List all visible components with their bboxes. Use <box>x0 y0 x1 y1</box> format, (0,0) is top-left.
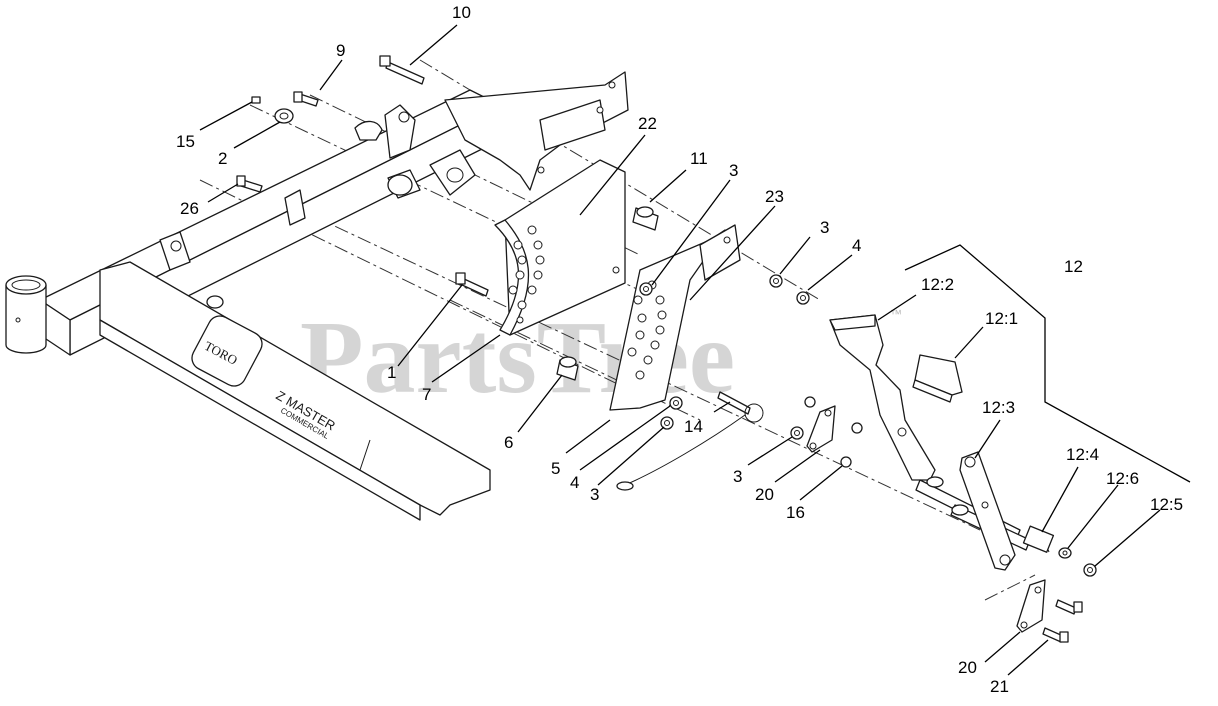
nut-16b <box>851 422 863 434</box>
pivot-plate-12-3 <box>959 451 1016 571</box>
washer-12-6 <box>1058 547 1072 559</box>
bolt-9 <box>293 91 319 107</box>
spacer-6 <box>556 356 579 381</box>
callout-3-pedal: 3 <box>733 467 742 486</box>
callout-4-lower: 4 <box>570 473 579 492</box>
pedal-arm-12-2 <box>829 314 936 481</box>
nut-3a <box>639 282 653 296</box>
callout-16: 16 <box>786 503 805 522</box>
callout-leaders <box>199 24 1161 676</box>
callout-3-right: 3 <box>820 218 829 237</box>
callout-22: 22 <box>638 114 657 133</box>
bolt-10 <box>379 55 425 85</box>
callout-9: 9 <box>336 41 345 60</box>
nut-16a <box>840 456 852 468</box>
callout-21: 21 <box>990 677 1009 696</box>
nut-12-5 <box>1083 563 1097 577</box>
callout-20-upper: 20 <box>755 485 774 504</box>
bolt-1 <box>455 272 489 297</box>
callout-12-5: 12:5 <box>1150 495 1183 514</box>
callout-4-right: 4 <box>852 236 861 255</box>
callout-7: 7 <box>422 385 431 404</box>
callout-12: 12 <box>1064 257 1083 276</box>
spacer-11 <box>632 206 659 231</box>
nut-right <box>804 396 816 408</box>
nut-4b <box>669 396 683 410</box>
frame-pipe-stub <box>5 275 47 354</box>
screw-15 <box>251 96 261 104</box>
spring-12-4 <box>1022 525 1055 553</box>
plate-23 <box>699 224 741 281</box>
pedal-pad-12-1 <box>912 354 963 403</box>
callout-5: 5 <box>551 459 560 478</box>
plate-7 <box>494 159 626 336</box>
upper-bracket <box>444 71 629 191</box>
nut-4a <box>796 291 810 305</box>
nut-3d <box>790 426 804 440</box>
bolt-21a <box>1055 599 1083 615</box>
lanyard-pin-14 <box>616 391 764 491</box>
callout-14: 14 <box>684 417 703 436</box>
assembly-12-bracket <box>904 244 1191 483</box>
nut-3b <box>769 274 783 288</box>
callout-12-1: 12:1 <box>985 309 1018 328</box>
frame-bushing <box>387 149 476 199</box>
callout-23: 23 <box>765 187 784 206</box>
callout-12-3: 12:3 <box>982 398 1015 417</box>
callout-26: 26 <box>180 199 199 218</box>
nut-3c <box>660 416 674 430</box>
callout-2: 2 <box>218 149 227 168</box>
callout-labels: 10 9 15 2 26 22 11 3 23 3 4 12 12:2 12:1… <box>176 3 1183 696</box>
callout-3-lower: 3 <box>590 485 599 504</box>
callout-10: 10 <box>452 3 471 22</box>
link-20b <box>1016 579 1046 633</box>
frame-main-beam: TORO Z MASTER COMMERCIAL <box>99 261 491 521</box>
bolt-26 <box>236 175 263 193</box>
callout-15: 15 <box>176 132 195 151</box>
link-20a <box>806 405 836 453</box>
watermark-trademark: ™ <box>890 307 902 321</box>
callout-1: 1 <box>387 363 396 382</box>
callout-20-lower: 20 <box>958 658 977 677</box>
frame-brackets <box>159 104 416 309</box>
callout-12-6: 12:6 <box>1106 469 1139 488</box>
callout-3-upper: 3 <box>729 161 738 180</box>
callout-11: 11 <box>690 149 708 168</box>
callout-12-4: 12:4 <box>1066 445 1099 464</box>
callout-12-2: 12:2 <box>921 275 954 294</box>
bolt-21b <box>1042 627 1069 643</box>
callout-6: 6 <box>504 433 513 452</box>
clip-2 <box>274 108 294 124</box>
